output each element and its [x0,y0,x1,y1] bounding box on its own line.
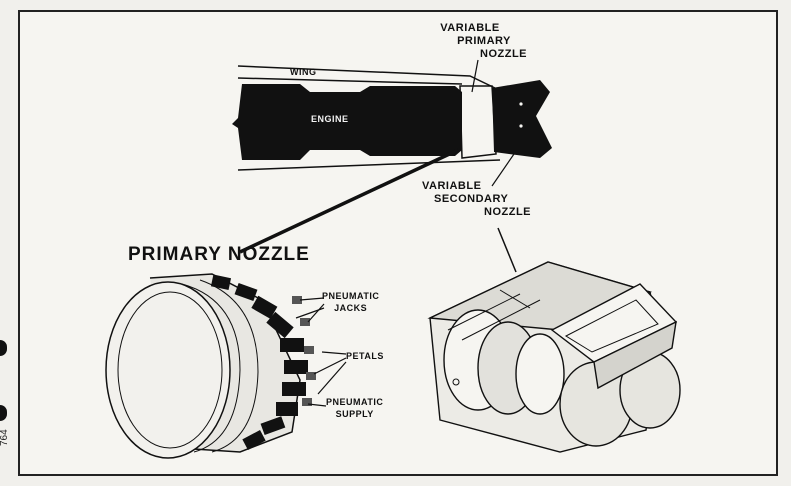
rib-3 [499,289,531,309]
pneumatic-supply-label: PNEUMATIC SUPPLY [326,396,383,420]
pneumatic-jacks-label: PNEUMATIC JACKS [322,290,379,314]
nozzle-dot-1 [519,102,523,106]
label-line: VARIABLE [422,180,482,192]
engine-body [232,84,462,160]
leader-jacks-3 [295,307,325,319]
flap-upper-inner [564,299,659,353]
ring-front-inner [117,291,223,449]
primary-nozzle-title: PRIMARY NOZZLE [128,244,310,265]
label-line: PNEUMATIC [326,397,384,407]
secondary-nozzle-flaps [492,80,552,158]
leader-petals-2 [313,357,347,375]
inner-cylinder-3 [515,333,565,415]
wing-label: WING [290,67,317,77]
petals-label: PETALS [346,351,384,361]
pneumatic-jack-details [292,296,316,406]
leader-supply [307,403,327,407]
label-line: PNEUMATIC [322,291,380,301]
label-line: SECONDARY [434,193,509,205]
ring-band-2 [199,279,259,453]
ring-band-1 [181,283,241,453]
leader-primary-nozzle [471,59,479,93]
pointer-to-secondary-nozzle [497,227,517,273]
label-line: PRIMARY [457,35,511,47]
leader-jacks-1 [299,297,325,301]
variable-secondary-nozzle-label: VARIABLE SECONDARY NOZZLE [422,180,542,219]
pointer-to-primary-nozzle [239,148,459,254]
leader-jacks-2 [307,303,325,323]
label-line: JACKS [334,303,368,313]
leader-petals-3 [317,361,347,395]
label-line: NOZZLE [480,48,527,60]
primary-nozzle-housing [459,85,497,159]
variable-primary-nozzle-label: VARIABLE PRIMARY NOZZLE [418,22,527,61]
nozzle-petals [210,274,308,450]
rib-1 [447,293,521,331]
binder-hole-bottom [0,405,7,421]
wing-lower-line [237,77,463,85]
label-line: SUPPLY [335,409,374,419]
leader-petals-1 [321,351,347,355]
housing-rivet [452,378,460,386]
leader-secondary-nozzle [491,153,515,187]
flap-side [593,320,677,390]
ring-front-opening [105,281,231,459]
label-line: NOZZLE [484,206,531,218]
nozzle-dot-2 [519,124,523,128]
secondary-nozzle-cutaway [427,261,681,453]
label-line: VARIABLE [440,22,500,34]
engine-label: ENGINE [311,114,349,124]
wing-outline [237,65,496,89]
binder-hole-top [0,340,7,356]
primary-nozzle-ring [105,273,301,459]
fuselage-bottom [237,159,501,171]
